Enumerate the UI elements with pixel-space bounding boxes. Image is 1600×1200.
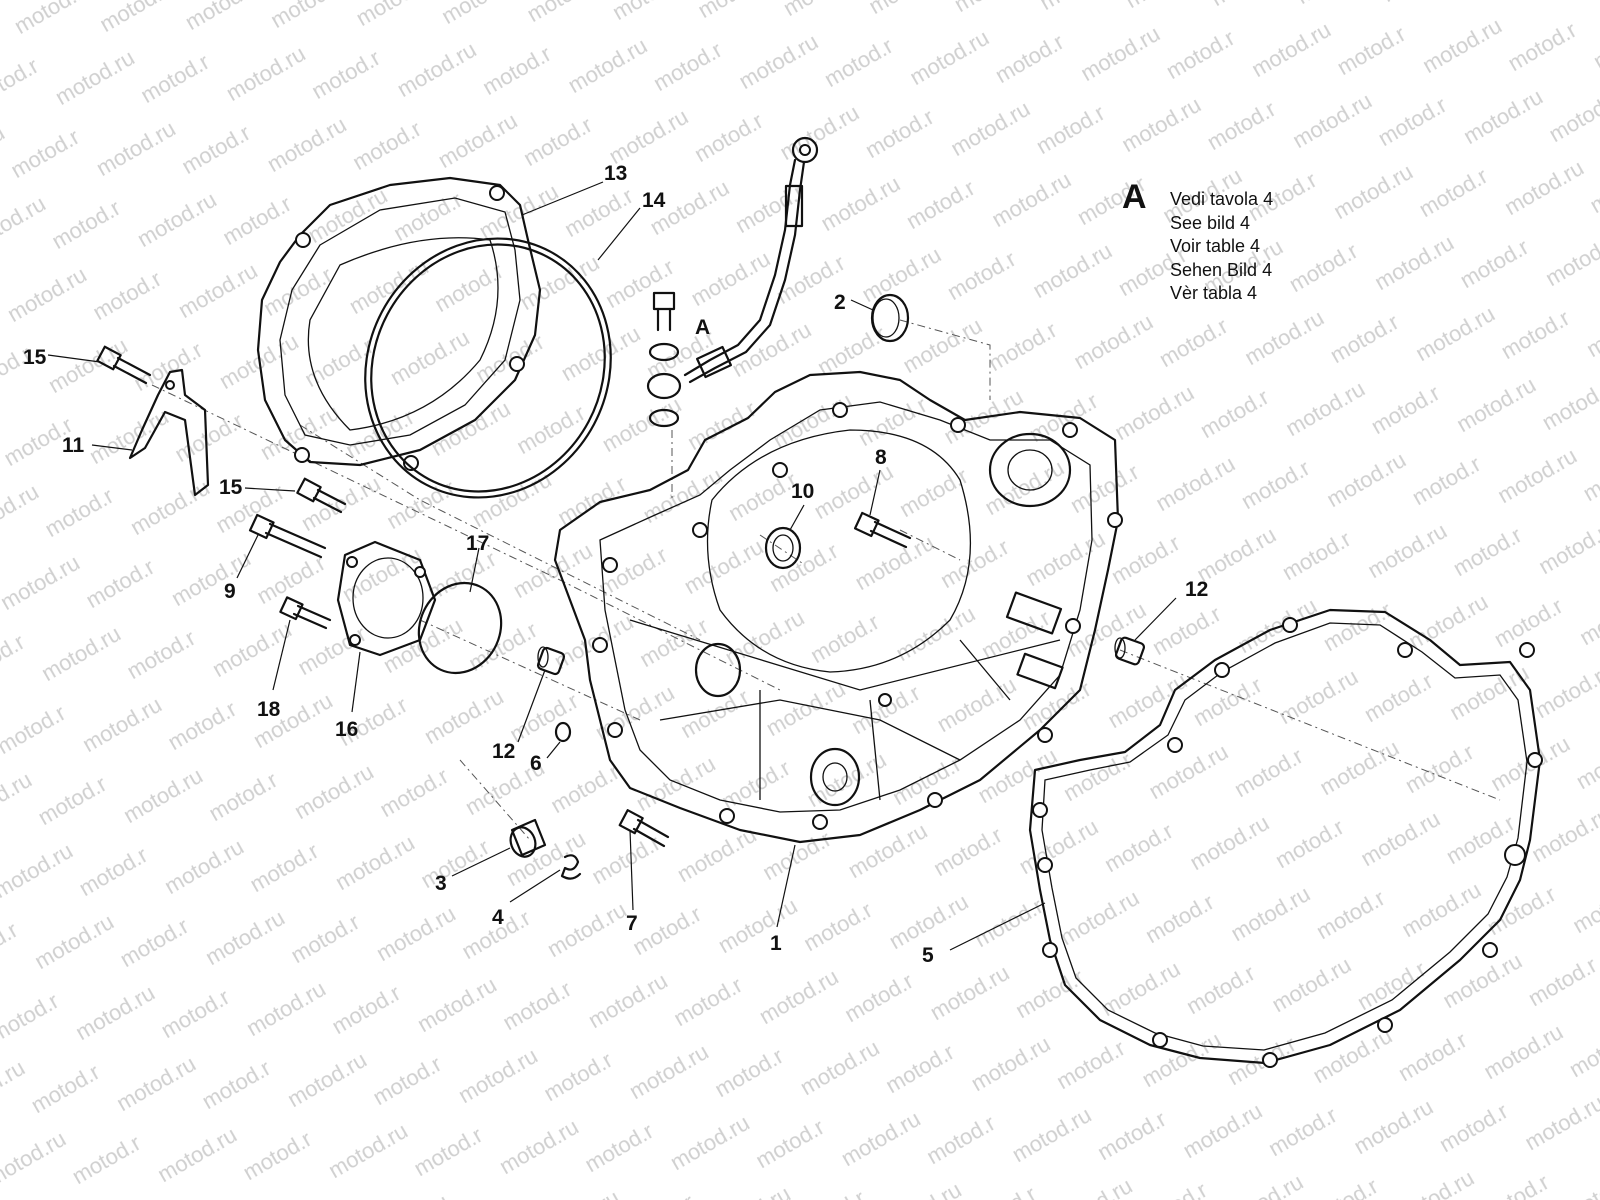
- part-18-bolt: [279, 596, 332, 630]
- callout-7: 7: [626, 912, 638, 935]
- callout-13: 13: [604, 162, 627, 185]
- callout-12-left: 12: [492, 740, 515, 763]
- part-6-washer: [554, 721, 572, 743]
- part-8-bolt: [853, 511, 912, 549]
- callout-8: 8: [875, 446, 887, 469]
- callout-15b: 15: [219, 476, 243, 499]
- callout-4: 4: [492, 906, 504, 929]
- part-10-plug: [764, 526, 802, 570]
- part-4-circlip: [560, 854, 582, 880]
- part-12-dowel-left: [536, 646, 566, 676]
- callout-a: A: [695, 316, 710, 339]
- oil-line-hose: [683, 136, 819, 384]
- callout-17: 17: [466, 532, 489, 555]
- callout-9: 9: [224, 580, 236, 603]
- part-1-crankcase-cover: [553, 370, 1123, 844]
- callout-18: 18: [257, 698, 281, 721]
- part-a-banjo-assembly: [646, 291, 682, 428]
- legend-line-english: See bild 4: [1170, 212, 1251, 233]
- callout-11: 11: [62, 434, 85, 457]
- legend-line-italian: Vedi tavola 4: [1170, 189, 1274, 209]
- callout-numbers: 13 14 15 11 15 9 17 18 16 12 6 3 4 7 1 5…: [23, 162, 1208, 967]
- part-12-dowel-right: [1114, 636, 1146, 666]
- part-13-clutch-cover: [256, 176, 542, 471]
- assembly-axis-lines: [151, 319, 1501, 841]
- callout-10: 10: [791, 480, 814, 503]
- callout-16: 16: [335, 718, 358, 741]
- callout-1: 1: [770, 932, 782, 955]
- legend-line-spanish: Vèr tabla 4: [1170, 283, 1258, 303]
- part-9-long-bolt: [248, 513, 327, 559]
- part-17-o-ring: [417, 581, 503, 675]
- part-15-bolt-upper: [96, 345, 152, 385]
- legend-line-german: Sehen Bild 4: [1170, 259, 1273, 280]
- legend-key-a: A: [1122, 178, 1147, 216]
- part-5-gasket: [1028, 608, 1543, 1068]
- callout-2: 2: [834, 291, 846, 314]
- callout-5: 5: [922, 944, 934, 967]
- callout-3: 3: [435, 872, 447, 895]
- callout-14: 14: [642, 189, 666, 212]
- part-11-bracket: [128, 368, 210, 497]
- legend-line-french: Voir table 4: [1170, 236, 1261, 256]
- legend-reference-list: Vedi tavola 4 See bild 4 Voir table 4 Se…: [1170, 188, 1273, 306]
- part-2-plug: [870, 293, 910, 343]
- part-7-bolt: [618, 809, 670, 848]
- callout-12-right: 12: [1185, 578, 1208, 601]
- part-15-bolt-lower: [296, 477, 347, 514]
- callout-6: 6: [530, 752, 542, 775]
- callout-leader-lines: [47, 181, 1177, 951]
- callout-15a: 15: [23, 346, 47, 369]
- part-14-o-ring: [364, 237, 612, 499]
- part-3-bushing: [509, 818, 547, 858]
